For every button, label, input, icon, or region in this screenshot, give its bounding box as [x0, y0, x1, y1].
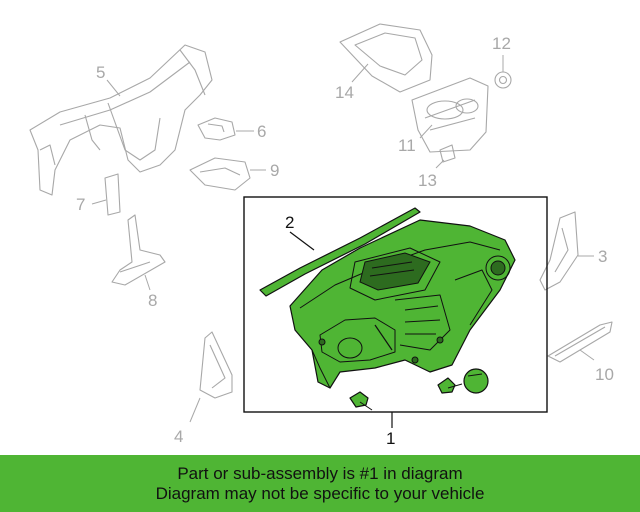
highlight-frame [243, 196, 548, 413]
callout-5: 5 [96, 63, 106, 82]
knob-part[interactable] [463, 368, 489, 394]
callout-12: 12 [492, 34, 511, 53]
end-trim-part-4[interactable] [189, 331, 233, 423]
instrument-panel-part-1[interactable] [289, 219, 516, 389]
callout-1: 1 [386, 429, 396, 448]
screw-left[interactable] [349, 391, 373, 411]
cross-car-beam-part-5[interactable] [29, 44, 213, 196]
banner-line-1: Part or sub-assembly is #1 in diagram [177, 463, 463, 483]
callout-7: 7 [76, 195, 86, 214]
callout-8: 8 [148, 291, 158, 310]
duct-part-9[interactable] [189, 157, 266, 191]
callout-9: 9 [270, 161, 280, 180]
clip-part-13[interactable] [435, 144, 456, 169]
top-pad-part-14[interactable] [339, 23, 433, 93]
knob-part-12[interactable] [494, 55, 512, 89]
trim-strip-part-10[interactable] [547, 321, 613, 363]
callout-4: 4 [174, 427, 184, 446]
screw-right[interactable] [437, 377, 463, 394]
clip-part-7[interactable] [91, 173, 121, 216]
center-bezel-part-11[interactable] [411, 77, 489, 153]
callout-14: 14 [335, 83, 354, 102]
callout-10: 10 [595, 365, 614, 384]
bracket-part-6[interactable] [197, 117, 254, 141]
notice-banner: Part or sub-assembly is #1 in diagram Di… [0, 455, 640, 512]
support-bracket-part-8[interactable] [111, 214, 166, 291]
callout-3: 3 [598, 247, 608, 266]
banner-line-2: Diagram may not be specific to your vehi… [155, 483, 485, 503]
callout-13: 13 [418, 171, 437, 190]
callout-11: 11 [398, 136, 416, 155]
callout-2: 2 [285, 213, 295, 232]
defroster-strip-part-2[interactable] [259, 207, 421, 297]
parts-diagram [29, 23, 613, 428]
callout-6: 6 [257, 122, 267, 141]
end-trim-part-3[interactable] [539, 211, 594, 291]
